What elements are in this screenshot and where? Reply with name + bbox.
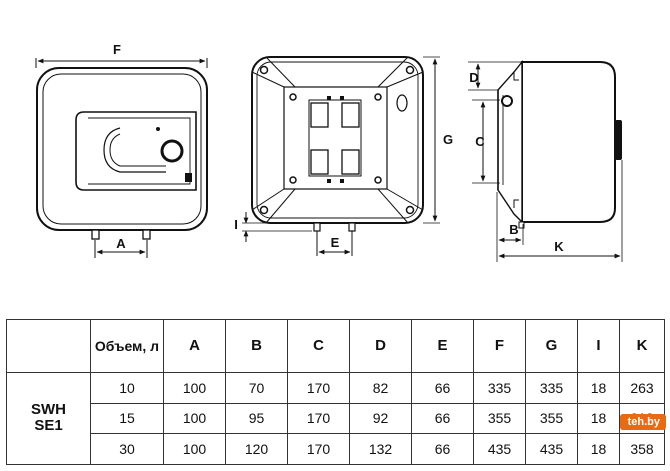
dimension-a-label: A: [116, 236, 126, 251]
column-header: B: [225, 319, 288, 373]
table-cell: 170: [287, 433, 350, 465]
dimension-d-label: D: [469, 70, 478, 85]
table-cell: 263: [619, 371, 665, 404]
table-cell: 335: [473, 371, 526, 404]
table-cell: 18: [577, 433, 620, 465]
table-row: SWH SE1 10 100 70 170 82 66 335 335 18 2…: [6, 371, 665, 466]
back-view: E I G: [234, 56, 453, 256]
table-row: 15 100 95 170 92 66 355 355 18 313: [7, 402, 665, 435]
dimension-k-label: K: [554, 239, 564, 254]
table-cell: 355: [525, 402, 578, 435]
dimension-b-label: B: [509, 222, 518, 237]
column-header: E: [411, 319, 474, 373]
table-cell: 70: [225, 371, 288, 404]
table-cell: 92: [349, 402, 412, 435]
table-cell: 435: [525, 433, 578, 465]
dimension-c-label: C: [475, 134, 485, 149]
column-header: K: [619, 319, 665, 373]
table-cell: 66: [411, 371, 474, 404]
dimensions-table: Объем, л A B C D E F G I K SWH SE1 10 10…: [6, 319, 665, 466]
table-cell: 95: [225, 402, 288, 435]
column-header: A: [163, 319, 226, 373]
table-cell: 82: [349, 371, 412, 404]
dimension-f-label: F: [113, 42, 121, 57]
heater-back-body: [251, 56, 424, 224]
volume-cell: 15: [90, 402, 164, 435]
volume-header: Объем, л: [90, 319, 164, 373]
table-cell: 120: [225, 433, 288, 465]
table-cell: 66: [411, 402, 474, 435]
table-cell: 170: [287, 402, 350, 435]
side-view: D C B K: [468, 60, 623, 262]
table-cell: 355: [473, 402, 526, 435]
table-cell: 132: [349, 433, 412, 465]
column-header: F: [473, 319, 526, 373]
dimension-e-label: E: [331, 235, 340, 250]
table-cell: 335: [525, 371, 578, 404]
column-header: I: [577, 319, 620, 373]
table-cell: 170: [287, 371, 350, 404]
dimension-i-label: I: [234, 217, 238, 232]
volume-cell: 30: [90, 433, 164, 465]
table-cell: 100: [163, 402, 226, 435]
table-cell: 435: [473, 433, 526, 465]
table-corner-cell: [6, 319, 91, 373]
table-cell: 100: [163, 433, 226, 465]
table-cell: 100: [163, 371, 226, 404]
table-cell: 66: [411, 433, 474, 465]
dimension-g-label: G: [443, 132, 453, 147]
table-header-row: Объем, л A B C D E F G I K: [6, 319, 665, 373]
column-header: G: [525, 319, 578, 373]
table-row: 30 100 120 170 132 66 435 435 18 358: [7, 433, 665, 465]
thermostat-knob-icon: [160, 139, 184, 163]
table-cell: 358: [619, 433, 665, 465]
watermark: teh.by: [619, 414, 666, 430]
technical-drawings: F A: [35, 42, 623, 262]
column-header: C: [287, 319, 350, 373]
table-cell: 18: [577, 371, 620, 404]
heater-side-body: [521, 61, 616, 223]
column-header: D: [349, 319, 412, 373]
front-view: F A: [35, 42, 208, 258]
volume-cell: 10: [90, 371, 164, 404]
table-cell: 18: [577, 402, 620, 435]
model-name: SWH SE1: [6, 371, 91, 466]
